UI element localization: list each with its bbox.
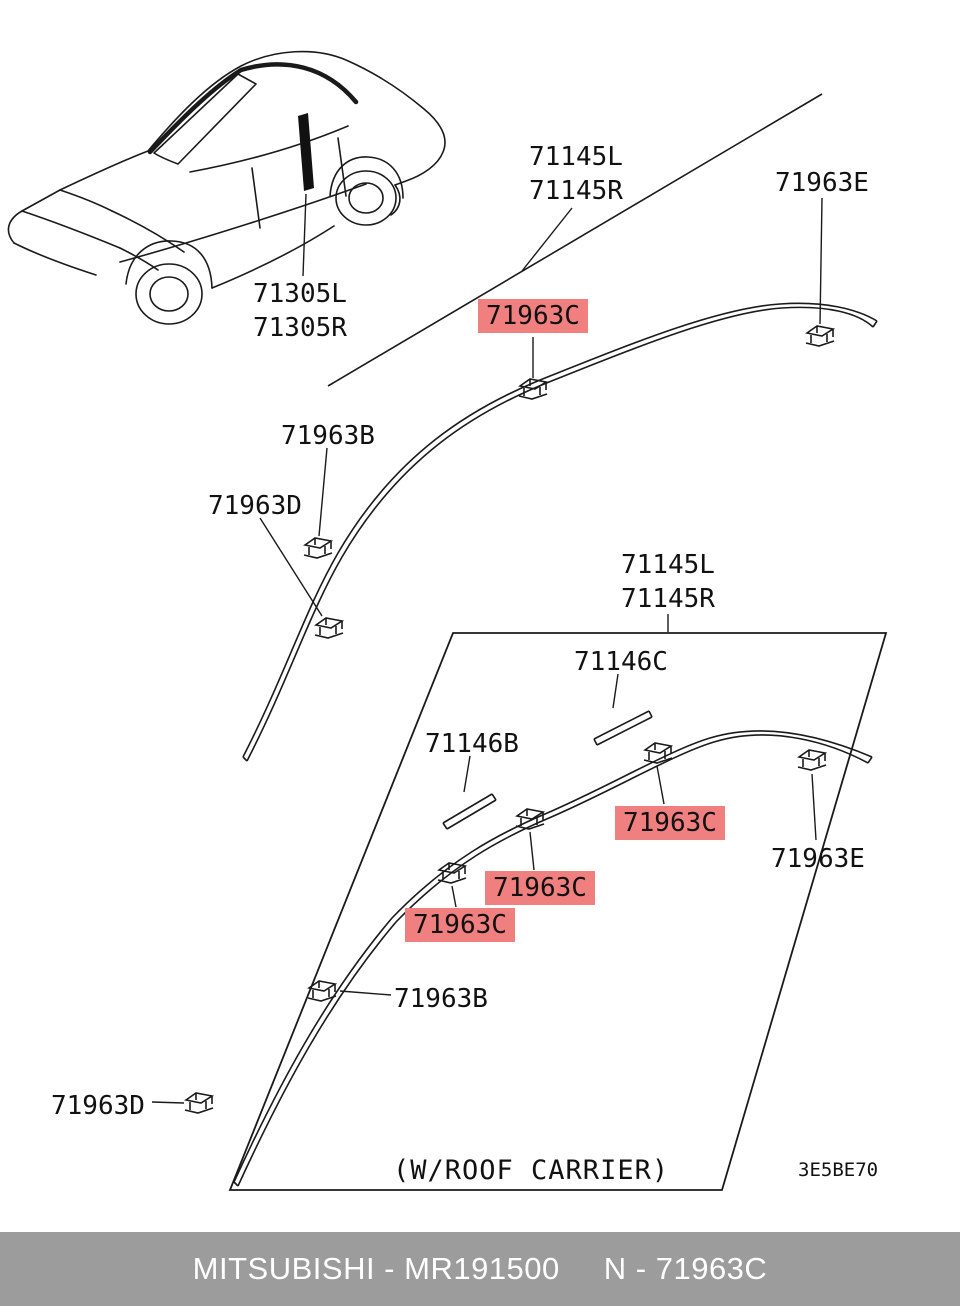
joint-strip-71146C: [593, 710, 653, 746]
label-71963D-upper: 71963D: [208, 491, 302, 521]
clip-icon-lower-e: [797, 749, 827, 771]
car-sketch: [7, 50, 446, 325]
label-71146B: 71146B: [425, 729, 519, 759]
leader-lower-71963E: [811, 773, 817, 841]
label-71305L: 71305L: [253, 279, 347, 309]
clip-icon-lower-d: [184, 1092, 214, 1114]
car-rear-detail: [390, 184, 401, 216]
car-bpillar-molding: [298, 113, 314, 191]
lower-molding-outer: [233, 730, 873, 1183]
leader-71146B: [463, 755, 471, 793]
label-upper-molding: 71145L 71145R: [529, 140, 623, 208]
label-71963C-lower-2-highlighted[interactable]: 71963C: [485, 871, 595, 905]
footer-part-number: N - 71963C: [603, 1251, 768, 1286]
diagram-code: 3E5BE70: [798, 1159, 879, 1181]
label-71305: 71305L 71305R: [253, 277, 347, 345]
car-rear-wheel: [335, 170, 397, 226]
car-rear-wheel-rim: [348, 182, 384, 214]
upper-molding-inner: [246, 306, 874, 762]
roof-carrier-note: (W/ROOF CARRIER): [393, 1155, 670, 1186]
joint-strip-71146B: [442, 793, 497, 830]
leader-lower-71963D: [151, 1101, 185, 1104]
upper-molding-assembly: [242, 93, 878, 762]
label-71963E-lower: 71963E: [771, 844, 865, 874]
clip-icon-upper-b: [303, 537, 333, 559]
car-side-crease: [119, 183, 367, 263]
upper-molding-outer: [242, 302, 878, 758]
label-71146C: 71146C: [574, 647, 668, 677]
leader-upper-71963B: [318, 447, 328, 537]
label-71305R: 71305R: [253, 313, 347, 343]
label-71963B-upper: 71963B: [281, 421, 375, 451]
lower-molding-assembly: [151, 614, 888, 1191]
label-lower-molding: 71145L 71145R: [621, 548, 715, 616]
leader-lower-71963B: [339, 990, 392, 996]
clip-icon-upper-e: [805, 325, 835, 347]
label-71963C-upper-highlighted[interactable]: 71963C: [478, 299, 588, 333]
leader-upper-71963E: [819, 197, 823, 325]
lower-molding-inner: [237, 734, 869, 1187]
label-71963D-lower: 71963D: [51, 1091, 145, 1121]
car-front-detail: [13, 189, 121, 276]
car-front-wheel-arch: [125, 240, 213, 289]
car-body-outline: [7, 50, 446, 244]
clip-icon-upper-d: [314, 617, 344, 639]
leader-upper-71963D: [259, 517, 323, 617]
footer-brand-reference: MITSUBISHI - MR191500: [192, 1251, 560, 1286]
label-71145L-lower: 71145L: [621, 550, 715, 580]
leader-71146C: [612, 673, 619, 709]
label-71963C-lower-1-highlighted[interactable]: 71963C: [615, 806, 725, 840]
roof-carrier-box: [228, 632, 888, 1191]
car-windshield: [153, 73, 257, 165]
label-71145R-lower: 71145R: [621, 584, 715, 614]
lower-molding-endcaps: [233, 756, 873, 1187]
label-71145L-upper: 71145L: [529, 142, 623, 172]
label-71145R-upper: 71145R: [529, 176, 623, 206]
car-hood-line: [111, 210, 185, 271]
car-front-wheel-rim: [149, 276, 189, 312]
upper-guide-line: [327, 93, 823, 387]
car-rear-wheel-arch: [329, 156, 404, 199]
leader-upper-71145: [521, 207, 573, 272]
label-71963C-lower-3-highlighted[interactable]: 71963C: [405, 908, 515, 942]
label-71963B-lower: 71963B: [394, 984, 488, 1014]
clip-icon-upper-c: [518, 378, 548, 400]
footer-bar: MITSUBISHI - MR191500 N - 71963C: [0, 1232, 960, 1306]
leader-lower-71963C-1: [656, 765, 665, 805]
upper-molding-endcaps: [242, 320, 878, 762]
leader-lower-71963C-2: [529, 831, 535, 871]
car-front-wheel: [135, 263, 203, 325]
leader-71305: [302, 193, 307, 277]
car-roof-molding-thick: [147, 62, 359, 155]
label-71963E-upper: 71963E: [775, 168, 869, 198]
car-window-sill: [189, 125, 349, 173]
leader-lower-71963C-3: [451, 885, 457, 908]
car-sill-line: [211, 225, 335, 289]
